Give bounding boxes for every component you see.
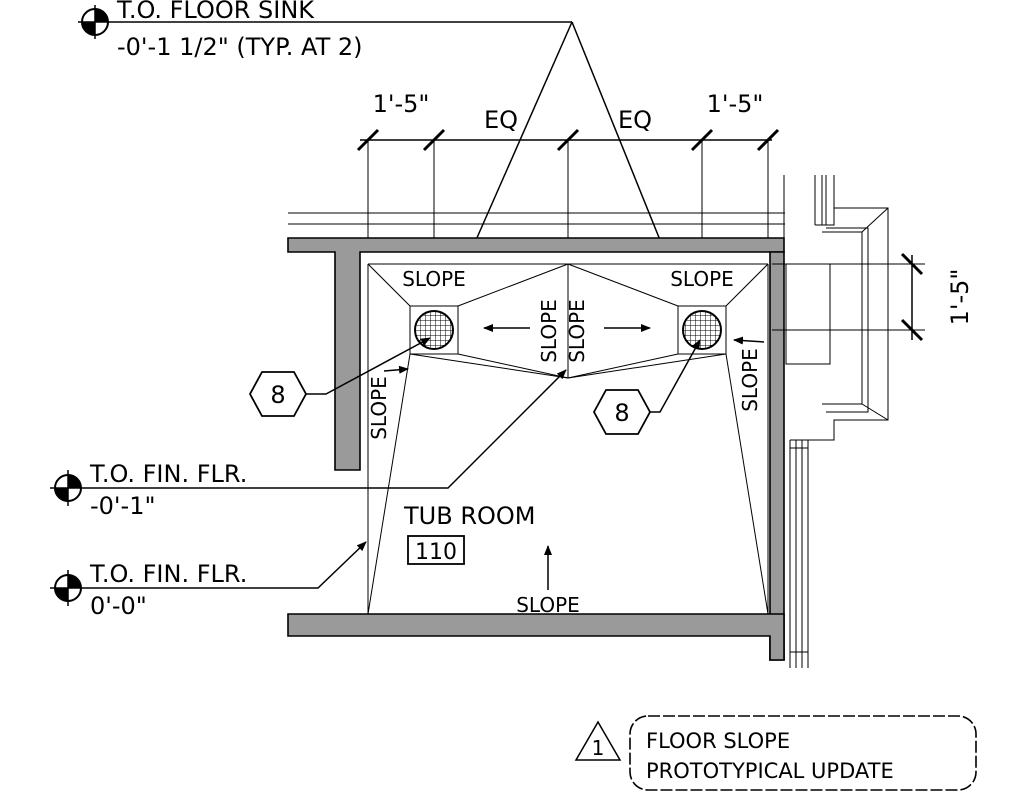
revision-number: 1 bbox=[592, 736, 605, 760]
callout-right: 8 bbox=[592, 339, 701, 435]
slope-label-left-sink: SLOPE bbox=[402, 267, 466, 291]
slope-geometry bbox=[367, 263, 769, 615]
revision-delta: 1 bbox=[574, 720, 622, 761]
dim-vertical-offset: 1'-5" bbox=[946, 269, 974, 326]
dim-eq-right: EQ bbox=[618, 106, 652, 134]
callout-right-number: 8 bbox=[614, 399, 629, 427]
elevation-target-icon bbox=[50, 470, 86, 506]
wall-top-left bbox=[287, 237, 785, 471]
slope-label-right-wall: SLOPE bbox=[738, 348, 762, 412]
slope-label-center-right: SLOPE bbox=[565, 299, 589, 363]
fin-floor-high-value: 0'-0" bbox=[90, 592, 147, 620]
revision-line-2: PROTOTYPICAL UPDATE bbox=[646, 759, 894, 783]
dim-eq-left: EQ bbox=[484, 106, 518, 134]
floor-sink-left bbox=[409, 305, 459, 355]
elevation-target-icon bbox=[78, 5, 112, 39]
dimension-vertical-right: 1'-5" bbox=[772, 252, 974, 342]
callout-left-number: 8 bbox=[270, 381, 285, 409]
fin-floor-low-value: -0'-1" bbox=[90, 492, 156, 520]
fin-floor-high-title: T.O. FIN. FLR. bbox=[89, 560, 247, 588]
slope-arrows bbox=[383, 324, 765, 590]
elevation-marker-fin-floor-low: T.O. FIN. FLR. -0'-1" bbox=[50, 369, 567, 520]
revision-cloud: FLOOR SLOPE PROTOTYPICAL UPDATE bbox=[629, 715, 977, 791]
floor-sink-elev-value: -0'-1 1/2" (TYP. AT 2) bbox=[117, 33, 363, 61]
dim-left-offset: 1'-5" bbox=[373, 90, 430, 118]
window-detail bbox=[783, 175, 889, 668]
slope-label-left-wall: SLOPE bbox=[367, 376, 391, 440]
room-number: 110 bbox=[415, 540, 457, 565]
floor-sink-leader-right bbox=[571, 21, 661, 241]
fin-floor-low-title: T.O. FIN. FLR. bbox=[89, 460, 247, 488]
walls bbox=[287, 237, 785, 661]
elevation-marker-fin-floor-high: T.O. FIN. FLR. 0'-0" bbox=[50, 541, 367, 620]
floor-sink-right bbox=[677, 305, 727, 355]
elevation-marker-floor-sink: T.O. FLOOR SINK -0'-1 1/2" (TYP. AT 2) bbox=[78, 0, 661, 241]
elevation-target-icon bbox=[50, 570, 86, 606]
dim-right-offset: 1'-5" bbox=[707, 90, 764, 118]
floor-sink-elev-title: T.O. FLOOR SINK bbox=[116, 0, 315, 24]
slope-label-right-sink: SLOPE bbox=[670, 267, 734, 291]
callout-left: 8 bbox=[248, 337, 431, 417]
slope-label-bottom: SLOPE bbox=[516, 593, 580, 617]
wall-bottom bbox=[287, 613, 785, 661]
slope-label-center-left: SLOPE bbox=[537, 299, 561, 363]
room-tag: TUB ROOM 110 bbox=[403, 502, 535, 565]
floor-sink-leader-left bbox=[475, 21, 573, 241]
revision-line-1: FLOOR SLOPE bbox=[646, 729, 790, 753]
dimension-string-top: 1'-5" EQ EQ 1'-5" bbox=[356, 90, 780, 238]
room-name: TUB ROOM bbox=[403, 502, 535, 530]
wall-right bbox=[769, 251, 785, 661]
